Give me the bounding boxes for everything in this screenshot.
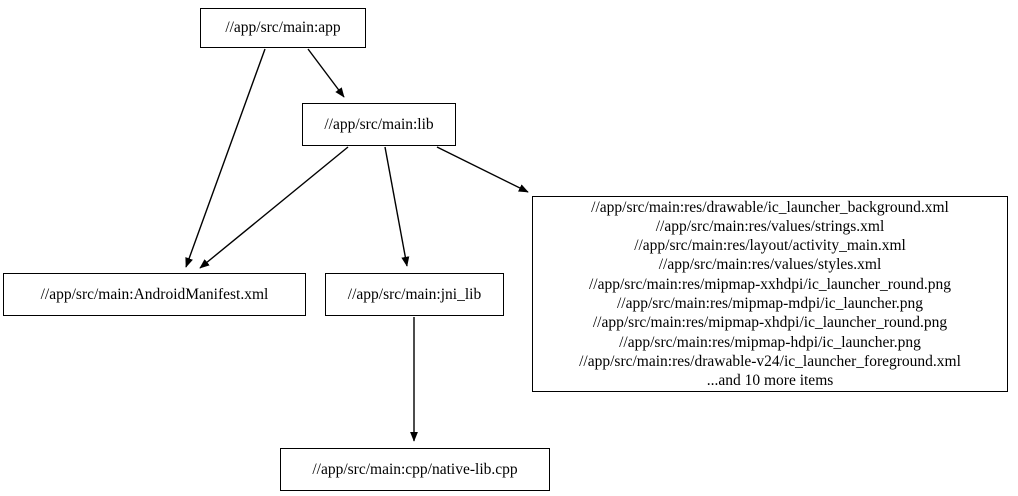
graph-node-lib[interactable]: //app/src/main:lib <box>302 103 456 146</box>
graph-node-resources-label: //app/src/main:res/drawable/ic_launcher_… <box>579 198 961 390</box>
graph-node-app[interactable]: //app/src/main:app <box>200 8 366 48</box>
edge-app-to-lib <box>307 48 345 98</box>
graph-node-jni-lib[interactable]: //app/src/main:jni_lib <box>325 273 504 316</box>
edge-lib-to-manifest <box>199 146 349 269</box>
graph-node-native-lib-cpp[interactable]: //app/src/main:cpp/native-lib.cpp <box>280 448 550 491</box>
edge-app-to-manifest <box>185 48 266 268</box>
graph-node-native-lib-cpp-label: //app/src/main:cpp/native-lib.cpp <box>312 460 518 478</box>
edge-lib-to-jni_lib <box>384 146 410 267</box>
edge-lib-to-res <box>436 146 529 193</box>
graph-node-androidmanifest-label: //app/src/main:AndroidManifest.xml <box>40 285 269 303</box>
graph-node-androidmanifest[interactable]: //app/src/main:AndroidManifest.xml <box>3 273 306 316</box>
graph-node-lib-label: //app/src/main:lib <box>324 115 434 133</box>
graph-node-resources[interactable]: //app/src/main:res/drawable/ic_launcher_… <box>532 196 1008 392</box>
graph-node-jni-lib-label: //app/src/main:jni_lib <box>347 285 482 303</box>
graph-node-app-label: //app/src/main:app <box>225 19 341 37</box>
